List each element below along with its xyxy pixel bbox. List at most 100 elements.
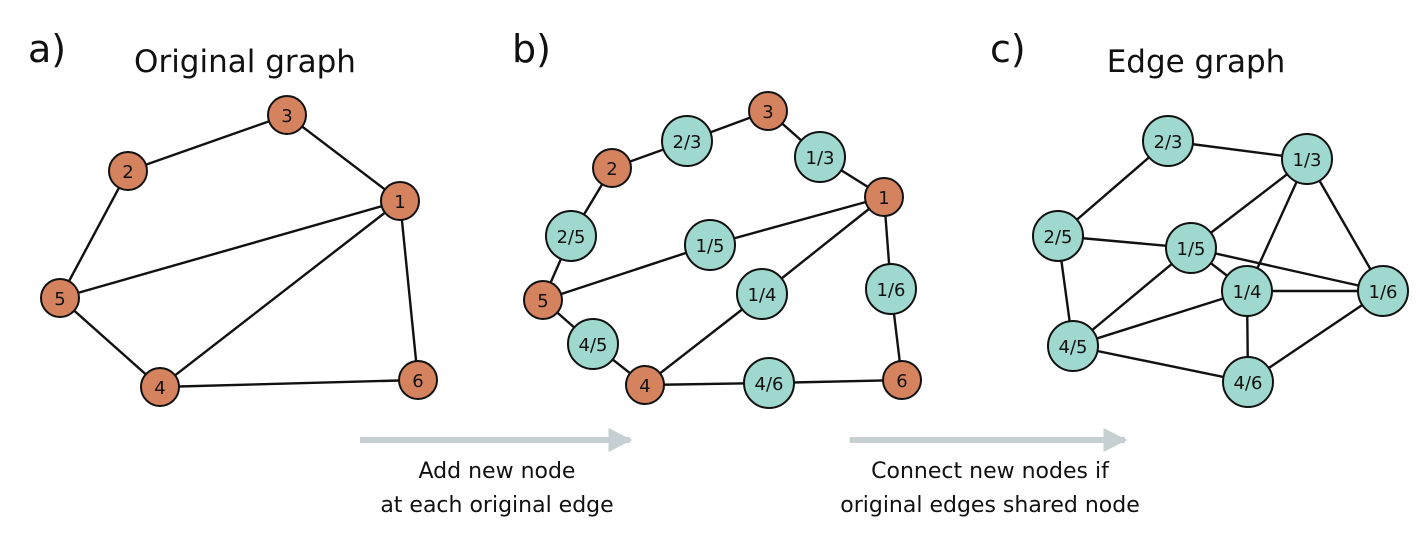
- graph-b-node-1-5: 1/5: [684, 219, 736, 271]
- graph-a-node-label-1: 1: [394, 192, 405, 213]
- graph-a-node-circle-3: [267, 95, 307, 135]
- graph-c-node-4-6: 4/6: [1222, 356, 1274, 408]
- graph-b-node-circle-3: [748, 91, 788, 131]
- graph-a-node-label-4: 4: [154, 378, 165, 399]
- panel-b-label: b): [512, 27, 551, 71]
- graph-b-edge-1-5-1: [709, 195, 885, 247]
- graph-b-node-label-2-3: 2/3: [673, 132, 702, 153]
- graph-c-node-4-5: 4/5: [1047, 320, 1099, 372]
- graph-b-node-1-6: 1/6: [865, 263, 917, 315]
- graph-a-edge-3-1: [286, 114, 401, 202]
- graph-b-node-2: 2: [592, 148, 632, 188]
- graph-a-node-label-5: 5: [54, 289, 65, 310]
- graph-c-node-label-2-3: 2/3: [1154, 132, 1183, 153]
- graph-c-node-label-1-5: 1/5: [1177, 239, 1206, 260]
- graph-c-node-label-1-4: 1/4: [1233, 282, 1262, 303]
- graph-b-node-circle-1-4: [736, 268, 788, 320]
- graph-b-node-circle-4-6: [743, 357, 795, 409]
- arrow-2-caption-line2: original edges shared node: [840, 493, 1140, 518]
- graph-b-node-label-1-3: 1/3: [806, 148, 835, 169]
- graph-b-node-label-6: 6: [896, 371, 907, 392]
- graph-b-node-1: 1: [864, 177, 904, 217]
- graph-b-node-circle-4-5: [567, 318, 619, 370]
- graph-a-edges: [58, 113, 420, 389]
- graph-c-edge-4-5-4-6: [1072, 344, 1249, 384]
- graph-c-node-circle-4-6: [1222, 356, 1274, 408]
- graph-c-node-label-4-6: 4/6: [1234, 373, 1263, 394]
- graph-b-node-label-1: 1: [878, 188, 889, 209]
- graph-a-edge-4-6: [159, 378, 419, 389]
- graph-a-node-label-3: 3: [281, 106, 292, 127]
- graph-c-node-circle-1-3: [1281, 133, 1333, 185]
- panel-a-label: a): [28, 27, 66, 71]
- graph-b-node-3: 3: [748, 91, 788, 131]
- graph-b-node-circle-2-3: [661, 115, 713, 167]
- graph-b-node-label-1-4: 1/4: [748, 285, 777, 306]
- graph-c-node-label-2-5: 2/5: [1044, 227, 1073, 248]
- arrow-1-caption-line2: at each original edge: [380, 493, 613, 518]
- graph-b-node-label-1-6: 1/6: [877, 280, 906, 301]
- graph-b-node-circle-4: [625, 365, 665, 405]
- graph-a-node-circle-5: [40, 278, 80, 318]
- arrow-1-caption-line1: Add new node: [419, 459, 576, 484]
- graph-a-node-4: 4: [140, 367, 180, 407]
- graph-c-node-1-3: 1/3: [1281, 133, 1333, 185]
- graph-b-edge-5-1-5: [542, 243, 711, 302]
- graph-b-node-circle-1-3: [794, 131, 846, 183]
- graph-b-node-label-2-5: 2/5: [557, 227, 586, 248]
- graph-a-node-1: 1: [380, 181, 420, 221]
- graph-a-edge-2-5: [58, 170, 130, 299]
- graph-c-node-1-5: 1/5: [1165, 222, 1217, 274]
- graph-c-node-circle-4-5: [1047, 320, 1099, 372]
- graph-c-node-label-4-5: 4/5: [1059, 337, 1088, 358]
- graph-c-node-2-5: 2/5: [1032, 210, 1084, 262]
- graph-c-edge-4-6-1-6: [1247, 290, 1384, 383]
- graph-a-edge-4-1: [159, 200, 401, 388]
- graph-c-nodes: 2/3 1/3 2/5 1/5 1/4 1/6 4/5 4/6: [1032, 115, 1409, 408]
- graph-c-edges: [1056, 139, 1385, 384]
- graph-c-edge-1-4-4-5: [1072, 289, 1248, 348]
- graph-c-node-circle-1-5: [1165, 222, 1217, 274]
- graph-a-node-label-6: 6: [412, 371, 423, 392]
- graph-a-node-circle-6: [398, 360, 438, 400]
- graph-a-node-label-2: 2: [122, 162, 133, 183]
- graph-b-node-4-5: 4/5: [567, 318, 619, 370]
- graph-c-node-circle-1-4: [1221, 265, 1273, 317]
- graph-b-node-circle-2-5: [545, 210, 597, 262]
- graph-b-node-circle-6: [882, 360, 922, 400]
- panel-a-title: Original graph: [134, 44, 356, 80]
- graph-c-node-circle-2-5: [1032, 210, 1084, 262]
- arrow-2-caption-line1: Connect new nodes if: [871, 459, 1110, 484]
- graph-b-node-1-3: 1/3: [794, 131, 846, 183]
- graph-c-node-1-6: 1/6: [1357, 265, 1409, 317]
- graph-b-node-circle-5: [523, 280, 563, 320]
- graph-b-node-label-3: 3: [762, 102, 773, 123]
- graph-b-node-4: 4: [625, 365, 665, 405]
- graph-c-node-label-1-3: 1/3: [1293, 150, 1322, 171]
- graph-c-node-circle-2-3: [1142, 115, 1194, 167]
- graph-b-node-circle-1: [864, 177, 904, 217]
- graph-b-node-label-4-6: 4/6: [755, 374, 784, 395]
- graph-c-node-circle-1-6: [1357, 265, 1409, 317]
- graph-a-node-6: 6: [398, 360, 438, 400]
- graph-c-node-2-3: 2/3: [1142, 115, 1194, 167]
- graph-b-node-circle-1-5: [684, 219, 736, 271]
- graph-a-node-3: 3: [267, 95, 307, 135]
- graph-a-node-2: 2: [108, 151, 148, 191]
- graph-a-node-circle-4: [140, 367, 180, 407]
- graph-a-edge-2-3: [127, 113, 288, 173]
- graph-c-node-1-4: 1/4: [1221, 265, 1273, 317]
- graph-b-node-label-4-5: 4/5: [579, 335, 608, 356]
- graph-b-node-2-3: 2/3: [661, 115, 713, 167]
- graph-b-node-4-6: 4/6: [743, 357, 795, 409]
- graph-b-node-label-5: 5: [537, 291, 548, 312]
- graph-b-node-2-5: 2/5: [545, 210, 597, 262]
- panel-c-title: Edge graph: [1107, 44, 1286, 80]
- graph-a-edge-5-1: [59, 199, 401, 300]
- graph-b-node-5: 5: [523, 280, 563, 320]
- graph-b-node-label-1-5: 1/5: [696, 236, 725, 257]
- graph-b-node-circle-1-6: [865, 263, 917, 315]
- graph-a-edge-5-4: [59, 297, 161, 388]
